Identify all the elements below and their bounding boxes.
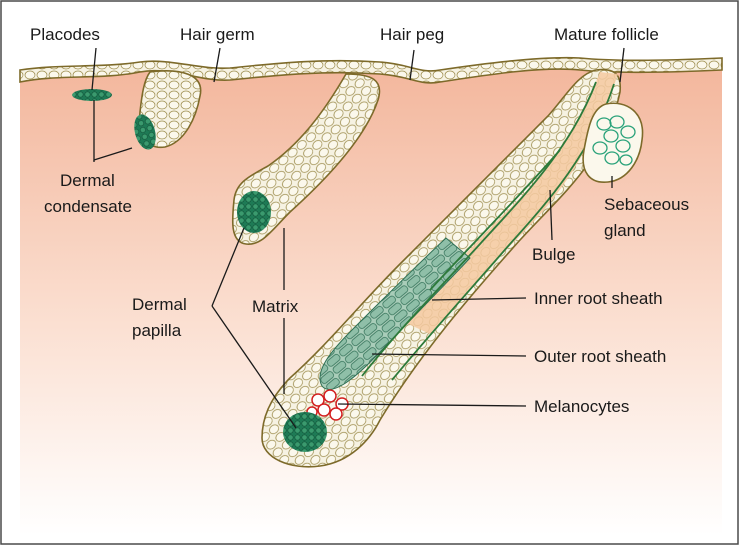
hair-peg-papilla	[237, 191, 271, 233]
label-hair-peg: Hair peg	[380, 25, 444, 44]
label-inner-root-sheath: Inner root sheath	[534, 289, 663, 308]
label-sebaceous-2: gland	[604, 221, 646, 240]
placode-condensate	[72, 89, 112, 101]
label-dermal-condensate-2: condensate	[44, 197, 132, 216]
label-matrix: Matrix	[252, 297, 299, 316]
label-melanocytes: Melanocytes	[534, 397, 629, 416]
label-bulge: Bulge	[532, 245, 575, 264]
label-mature-follicle: Mature follicle	[554, 25, 659, 44]
label-hair-germ: Hair germ	[180, 25, 255, 44]
label-outer-root-sheath: Outer root sheath	[534, 347, 666, 366]
label-dermal-papilla-2: papilla	[132, 321, 182, 340]
label-placodes: Placodes	[30, 25, 100, 44]
label-sebaceous-1: Sebaceous	[604, 195, 689, 214]
label-dermal-condensate-1: Dermal	[60, 171, 115, 190]
label-dermal-papilla-1: Dermal	[132, 295, 187, 314]
